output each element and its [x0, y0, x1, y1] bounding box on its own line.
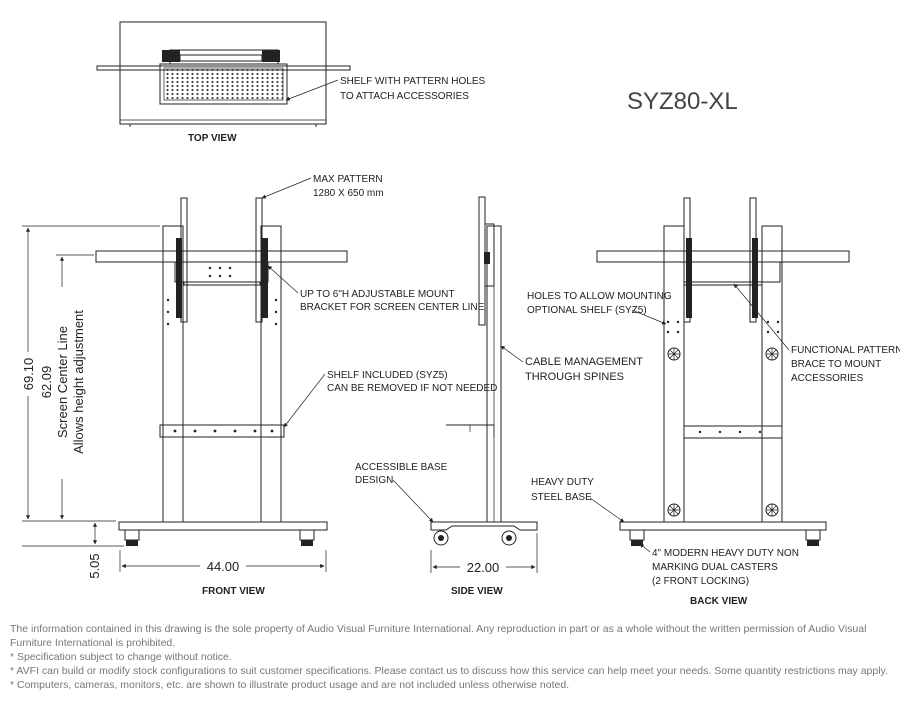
back-view-caption: BACK VIEW [690, 596, 748, 607]
callout-functional-1: FUNCTIONAL PATTERN [791, 345, 900, 356]
dim-center-line-label-1: Screen Center Line [55, 326, 70, 438]
top-view-drawing [96, 21, 351, 127]
leader-max-pattern [261, 177, 312, 199]
leader-shelf-pattern [285, 79, 339, 101]
dim-gap-center [44, 287, 84, 479]
leader-heavy-base [589, 497, 625, 523]
footer-line-4: * Computers, cameras, monitors, etc. are… [10, 679, 570, 691]
leader-accessible-base [392, 479, 434, 523]
callout-accessible-base-2: DESIGN [355, 475, 393, 486]
dim-gap-width [200, 558, 246, 574]
leader-functional [733, 283, 790, 351]
front-view-caption: FRONT VIEW [202, 586, 265, 597]
leader-holes-mount [631, 309, 667, 325]
callout-accessible-base-1: ACCESSIBLE BASE [355, 462, 448, 473]
leader-casters [639, 543, 651, 553]
front-view-drawing [95, 197, 348, 546]
leader-shelf-included [283, 373, 326, 428]
leader-mount-bracket [267, 265, 299, 294]
callout-functional-3: ACCESSORIES [791, 373, 864, 384]
footer-line-3: * AVFI can build or modify stock configu… [10, 665, 888, 677]
callout-holes-mount-1: HOLES TO ALLOW MOUNTING [527, 291, 672, 302]
side-view-drawing [430, 196, 538, 546]
side-view-caption: SIDE VIEW [451, 586, 503, 597]
model-title: SYZ80-XL [627, 88, 738, 115]
callout-casters-3: (2 FRONT LOCKING) [652, 576, 749, 587]
callout-heavy-base-1: HEAVY DUTY [531, 477, 594, 488]
callout-cable-mgmt-1: CABLE MANAGEMENT [525, 356, 643, 368]
callout-heavy-base-2: STEEL BASE [531, 492, 592, 503]
dim-side-depth: 22.00 [467, 560, 500, 575]
dim-front-width: 44.00 [207, 559, 240, 574]
leader-cable-mgmt [500, 345, 524, 363]
callout-shelf-included-2: CAN BE REMOVED IF NOT NEEDED [327, 383, 497, 394]
callout-functional-2: BRACE TO MOUNT [791, 359, 881, 370]
dim-center-line: 62.09 [39, 366, 54, 399]
back-view-drawing [596, 197, 850, 546]
dim-gap-overall [19, 352, 37, 396]
dim-overall-height: 69.10 [21, 358, 36, 391]
callout-shelf-included-1: SHELF INCLUDED (SYZ5) [327, 370, 448, 381]
callout-mount-bracket-1: UP TO 6"H ADJUSTABLE MOUNT [300, 289, 455, 300]
callout-casters-2: MARKING DUAL CASTERS [652, 562, 778, 573]
footer-line-2: * Specification subject to change withou… [10, 651, 232, 663]
callout-mount-bracket-2: BRACKET FOR SCREEN CENTER LINE [300, 302, 485, 313]
callout-casters-1: 4" MODERN HEAVY DUTY NON [652, 548, 799, 559]
callout-cable-mgmt-2: THROUGH SPINES [525, 371, 624, 383]
footer-disclaimer: The information contained in this drawin… [10, 622, 892, 692]
callout-max-pattern-2: 1280 X 650 mm [313, 188, 384, 199]
callout-shelf-pattern-2: TO ATTACH ACCESSORIES [340, 91, 469, 102]
callout-shelf-pattern-1: SHELF WITH PATTERN HOLES [340, 76, 486, 87]
top-view-caption: TOP VIEW [188, 133, 237, 144]
dim-gap-depth [460, 559, 506, 575]
footer-line-1: The information contained in this drawin… [10, 623, 867, 649]
callout-holes-mount-2: OPTIONAL SHELF (SYZ5) [527, 305, 647, 316]
callout-max-pattern-1: MAX PATTERN [313, 174, 383, 185]
dim-center-line-label-2: Allows height adjustment [71, 310, 86, 454]
dim-base-height: 5.05 [87, 553, 102, 578]
